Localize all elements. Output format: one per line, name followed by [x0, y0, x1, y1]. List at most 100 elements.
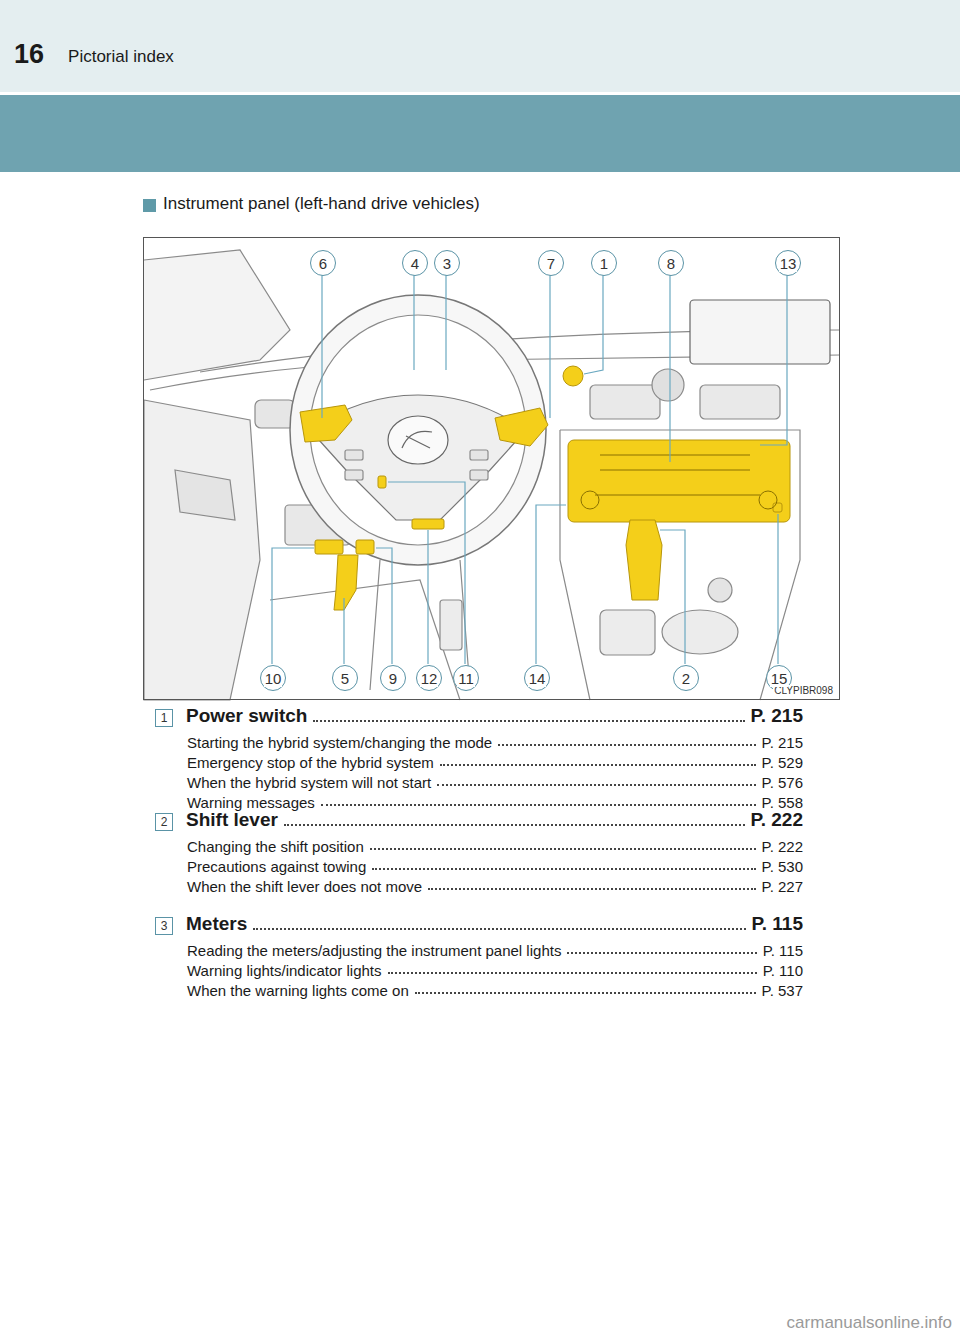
- number-text: 4: [410, 255, 420, 272]
- subentry-row: Precautions against towing P. 530: [187, 858, 803, 875]
- dot-leader: [253, 928, 745, 930]
- page-reference: P. 537: [762, 982, 803, 999]
- watermark-wrap: carmanualsonline.info: [787, 1313, 952, 1333]
- dot-leader: [567, 952, 756, 954]
- dot-leader: [498, 744, 755, 746]
- highlighted-parts: [300, 366, 790, 610]
- entry-text: Changing the shift position: [187, 838, 364, 855]
- callout-number: 14: [524, 665, 550, 691]
- callout-number: 12: [416, 665, 442, 691]
- entry-row: Shift lever P. 222: [186, 809, 803, 831]
- page-header: Pictorial index: [68, 47, 174, 67]
- page-reference: P. 222: [762, 838, 803, 855]
- header-band-dark: [0, 95, 960, 172]
- dot-leader: [428, 888, 755, 890]
- subentry-row: Warning messages P. 558: [187, 794, 803, 811]
- number-text: 13: [779, 255, 798, 272]
- callout-number: 6: [310, 250, 336, 276]
- dot-leader: [372, 868, 755, 870]
- item-number: 2: [155, 813, 173, 831]
- dot-leader: [321, 804, 756, 806]
- callout-number: 11: [453, 665, 479, 691]
- leader-lines: [272, 275, 787, 664]
- number-text: 6: [318, 255, 328, 272]
- callout-number: 7: [538, 250, 564, 276]
- entry-text: Reading the meters/adjusting the instrum…: [187, 942, 561, 959]
- entry-text: Emergency stop of the hybrid system: [187, 754, 434, 771]
- page-reference: P. 576: [762, 774, 803, 791]
- number-text: 9: [388, 670, 398, 687]
- subentry-row: Warning lights/indicator lights P. 110: [187, 962, 803, 979]
- page-reference: P. 530: [762, 858, 803, 875]
- callout-number: 9: [380, 665, 406, 691]
- page-reference: P. 215: [751, 705, 803, 727]
- number-text: 1: [161, 711, 168, 725]
- dot-leader: [437, 784, 755, 786]
- subentry-row: When the shift lever does not moveP. 227: [187, 878, 803, 895]
- dot-leader: [388, 972, 757, 974]
- subentry-row: Changing the shift position P. 222: [187, 838, 803, 855]
- entry-text: When the hybrid system will not start: [187, 774, 431, 791]
- number-text: 1: [599, 255, 609, 272]
- entry-title: Meters: [186, 913, 247, 935]
- number-text: 2: [161, 815, 168, 829]
- entry-text: Warning messages: [187, 794, 315, 811]
- number-text: 5: [340, 670, 350, 687]
- section-heading-wrap: Instrument panel (left-hand drive vehicl…: [163, 194, 480, 214]
- callout-number: 5: [332, 665, 358, 691]
- header-band: 16 Pictorial index: [0, 0, 960, 92]
- callout-number: 1: [591, 250, 617, 276]
- callout-number: 3: [434, 250, 460, 276]
- number-text: 14: [528, 670, 547, 687]
- dashboard-drawing: [144, 250, 840, 700]
- subentry-row: Emergency stop of the hybrid system P. 52…: [187, 754, 803, 771]
- entry-title: Power switch: [186, 705, 307, 727]
- entry-text: When the shift lever does not move: [187, 878, 422, 895]
- callout-number: 2: [673, 665, 699, 691]
- page-reference: P. 215: [762, 734, 803, 751]
- subentry-row: When the warning lights come on P. 537: [187, 982, 803, 999]
- callout-number: 8: [658, 250, 684, 276]
- dot-leader: [313, 720, 744, 722]
- number-text: 2: [681, 670, 691, 687]
- section-marker: [143, 199, 156, 212]
- subentry-row: Reading the meters/adjusting the instrum…: [187, 942, 803, 959]
- page-reference: P. 110: [763, 962, 803, 979]
- subentry-row: Starting the hybrid system/changing the …: [187, 734, 803, 751]
- page-reference: P. 558: [762, 794, 803, 811]
- dot-leader: [440, 764, 756, 766]
- callout-number: 4: [402, 250, 428, 276]
- section-heading: Instrument panel (left-hand drive vehicl…: [163, 194, 480, 213]
- page-reference: P. 222: [751, 809, 803, 831]
- dot-leader: [370, 848, 756, 850]
- page-number: 16: [14, 39, 44, 70]
- entry-text: When the warning lights come on: [187, 982, 409, 999]
- entry-row: Power switch P. 215: [186, 705, 803, 727]
- number-text: 15: [770, 670, 789, 687]
- number-text: 3: [161, 919, 168, 933]
- entry-text: Warning lights/indicator lights: [187, 962, 382, 979]
- item-number: 1: [155, 709, 173, 727]
- number-text: 7: [546, 255, 556, 272]
- watermark: carmanualsonline.info: [787, 1313, 952, 1332]
- dot-leader: [415, 992, 756, 994]
- number-text: 11: [457, 670, 475, 687]
- number-text: 8: [666, 255, 676, 272]
- page-reference: P. 529: [762, 754, 803, 771]
- item-number: 3: [155, 917, 173, 935]
- entry-text: Precautions against towing: [187, 858, 366, 875]
- entry-text: Starting the hybrid system/changing the …: [187, 734, 492, 751]
- illustration-frame: CLYPIBR098 6 4 3 7 1 8 13 10 5 9 12 11 14 2 15: [143, 237, 840, 700]
- page-reference: P. 115: [763, 942, 803, 959]
- subentry-row: When the hybrid system will not start P. …: [187, 774, 803, 791]
- console-details: [581, 455, 777, 509]
- entry-title: Shift lever: [186, 809, 278, 831]
- callout-number: 13: [775, 250, 801, 276]
- dot-leader: [284, 824, 745, 826]
- callout-number: 10: [260, 665, 286, 691]
- entry-row: Meters P. 115: [186, 913, 803, 935]
- figure-code: CLYPIBR098: [773, 685, 834, 696]
- number-text: 3: [442, 255, 452, 272]
- page-reference: P. 115: [752, 913, 803, 935]
